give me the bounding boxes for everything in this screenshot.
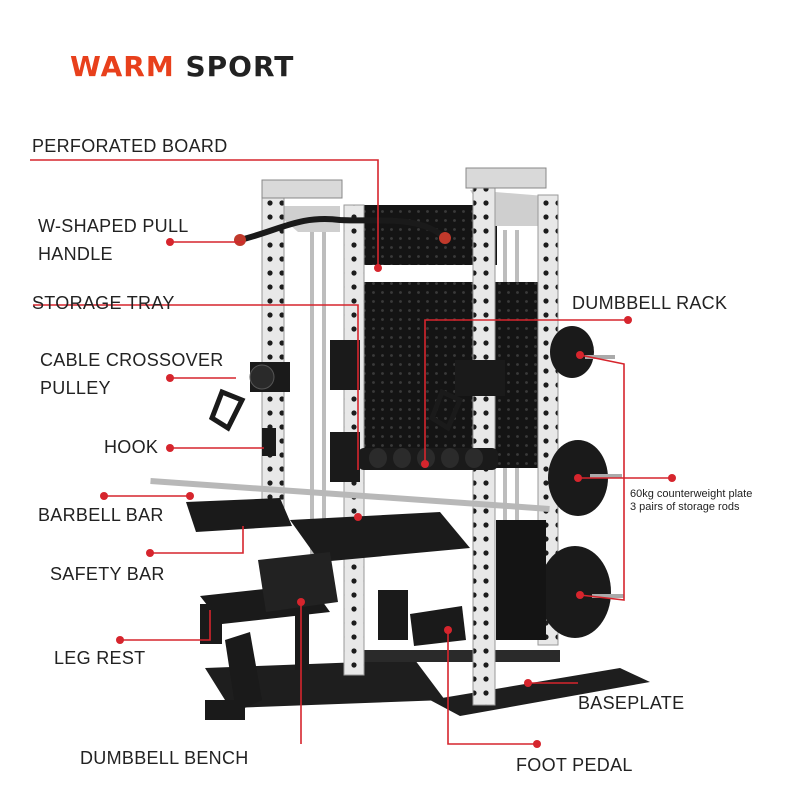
label-storage-tray: STORAGE TRAY	[32, 293, 175, 313]
brand-name-accent: WARM	[70, 50, 175, 83]
dumbbell-bench-shape	[200, 512, 470, 720]
label-handle: HANDLE	[38, 244, 113, 264]
hook-shape	[262, 428, 276, 456]
cable-pulley-shape	[208, 360, 505, 432]
perforated-board-shape	[352, 282, 548, 468]
label-cable-crossover: CABLE CROSSOVER	[40, 350, 224, 370]
weight-stack-shape	[496, 520, 546, 640]
safety-bar-shape	[186, 498, 292, 532]
label-hook: HOOK	[104, 437, 159, 457]
w-pull-handle-shape	[239, 216, 448, 243]
plate-shapes	[330, 326, 624, 638]
brand-name: SPORT	[185, 50, 295, 83]
note-storage-rods: 3 pairs of storage rods	[630, 501, 740, 513]
brand-logo: WARM SPORT	[70, 50, 294, 83]
label-pulley: PULLEY	[40, 378, 111, 398]
note-counterweight: 60kg counterweight plate	[630, 488, 753, 500]
label-safety-bar: SAFETY BAR	[50, 564, 165, 584]
label-w-shaped-pull: W-SHAPED PULL	[38, 216, 189, 236]
foot-pedal-shape	[410, 606, 466, 646]
label-dumbbell-rack: DUMBBELL RACK	[572, 293, 728, 313]
label-dumbbell-bench: DUMBBELL BENCH	[80, 748, 249, 768]
callout-dots	[100, 238, 676, 748]
label-perforated-board: PERFORATED BOARD	[32, 136, 228, 156]
barbell-bar-shape	[150, 478, 550, 512]
label-barbell-bar: BARBELL BAR	[38, 505, 164, 525]
label-foot-pedal: FOOT PEDAL	[516, 755, 633, 775]
leg-rest-shape	[200, 604, 222, 644]
label-leg-rest: LEG REST	[54, 648, 146, 668]
callout-lines	[30, 159, 672, 745]
label-baseplate: BASEPLATE	[578, 693, 685, 713]
